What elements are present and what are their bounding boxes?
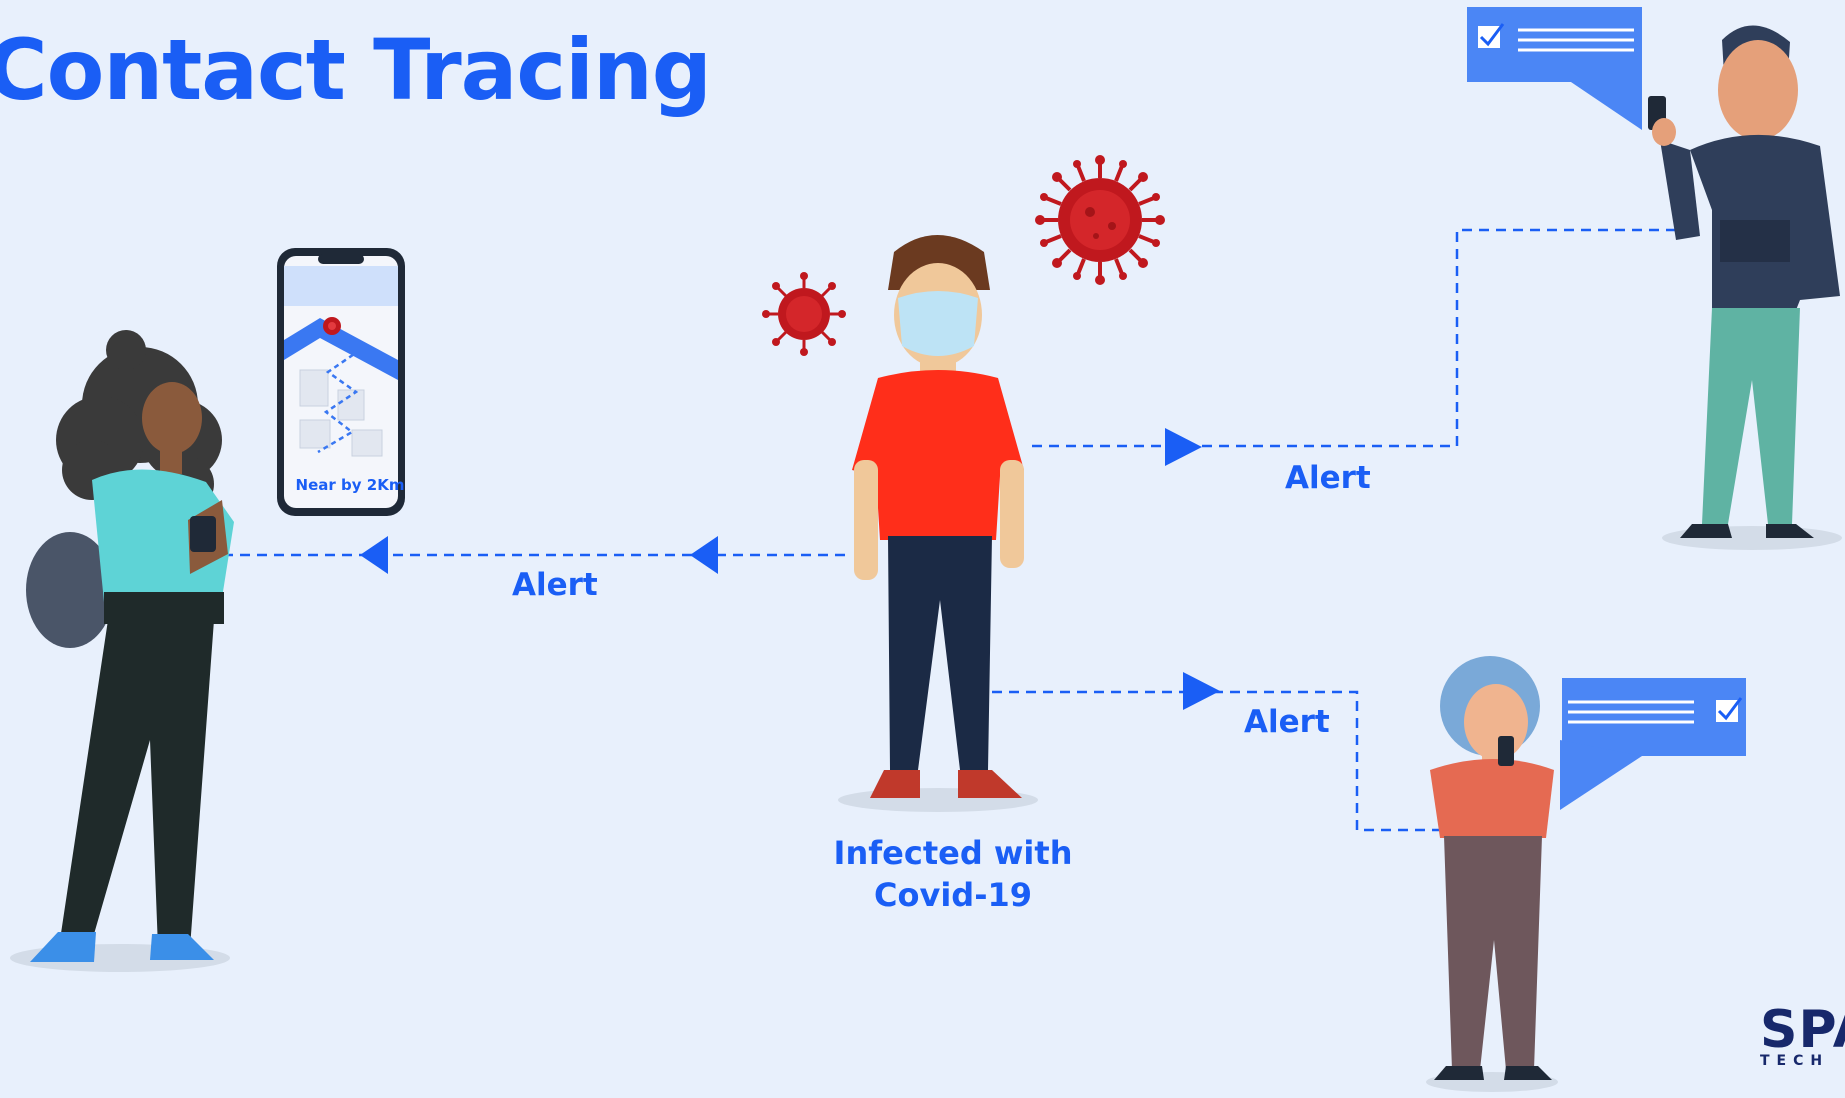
page-title: Contact Tracing [0, 21, 712, 119]
logo-main-text: SPA [1760, 1000, 1845, 1060]
woman-reading-phone-figure [1426, 656, 1558, 1092]
arrow-right-icon [1165, 428, 1202, 466]
virus-icon [762, 272, 846, 356]
arrow-right-icon [1183, 672, 1220, 710]
arrow-left-icon [690, 536, 718, 574]
infected-caption-line1: Infected with [833, 834, 1073, 872]
connector-bottom-right [992, 690, 1450, 832]
alert-label-left: Alert [512, 567, 598, 603]
arrow-left-icon [360, 536, 388, 574]
smartphone-icon [277, 248, 405, 516]
alert-label-top-right: Alert [1285, 460, 1371, 496]
location-pin-icon [323, 317, 341, 335]
brand-logo: SPA TECH [1760, 1004, 1845, 1068]
infected-man-figure [838, 235, 1038, 812]
infected-caption: Infected with Covid-19 [818, 832, 1088, 916]
chat-bubble-icon [1467, 7, 1642, 130]
checkbox-icon [1717, 697, 1743, 721]
man-with-phone-figure [1648, 25, 1842, 550]
checkbox-icon [1479, 23, 1505, 47]
logo-sub-text: TECH [1760, 1053, 1830, 1069]
phone-distance-label: Near by 2Km [295, 476, 405, 494]
alert-label-bottom-right: Alert [1244, 704, 1330, 740]
infected-caption-line2: Covid-19 [873, 876, 1032, 914]
woman-with-phone-figure [10, 330, 234, 972]
connector-top-right [1032, 228, 1690, 448]
virus-icon [1035, 155, 1165, 285]
chat-bubble-icon [1560, 678, 1746, 810]
